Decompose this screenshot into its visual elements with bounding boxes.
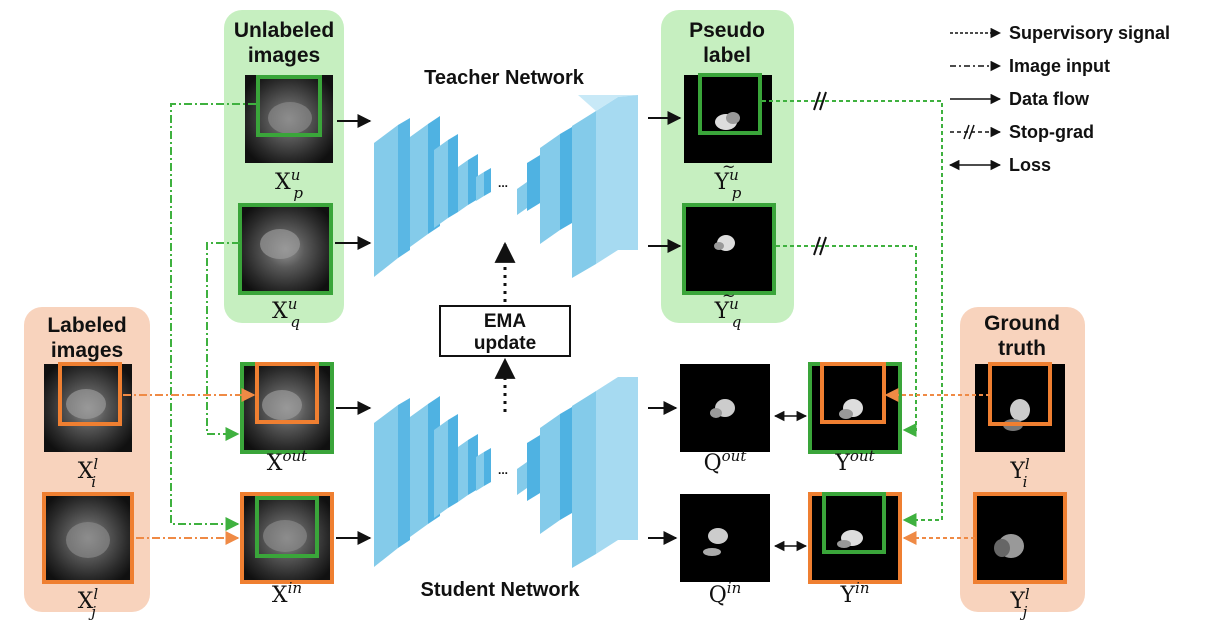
labeled-title-line1: Labeled xyxy=(47,314,126,337)
label-qout xyxy=(680,364,770,452)
svg-text:...: ... xyxy=(498,176,508,190)
legend-loss-label: Loss xyxy=(1009,155,1051,175)
stopgrad-mark-top-a xyxy=(813,91,821,111)
ema-update-line2: update xyxy=(474,333,536,354)
image-xin xyxy=(240,492,334,584)
label-yout xyxy=(808,362,902,454)
legend: Supervisory signal Image input Data flow… xyxy=(948,23,1170,175)
label-qin xyxy=(680,494,770,582)
symbol-yout: Yout xyxy=(834,447,875,476)
green-input-xqu-to-xout xyxy=(206,242,240,441)
symbol-yqu-tilde: ~ xyxy=(722,286,735,305)
green-supervision-ypu-to-yin xyxy=(762,100,943,527)
label-yjl xyxy=(973,492,1067,584)
image-xil xyxy=(44,362,132,452)
legend-stopgrad-label: Stop-grad xyxy=(1009,122,1094,142)
pseudo-title-line2: label xyxy=(703,44,751,67)
image-xpu xyxy=(245,75,333,163)
green-supervision-yqu-to-yout xyxy=(776,245,917,437)
ground-truth-title-line1: Ground xyxy=(984,312,1060,335)
unlabeled-title-line1: Unlabeled xyxy=(234,19,334,42)
symbol-yin: Yin xyxy=(840,579,870,608)
symbol-qout-text: Qout xyxy=(704,447,748,476)
image-xqu xyxy=(238,203,333,295)
stopgrad-mark-top-b xyxy=(819,91,827,111)
legend-supervisory-label: Supervisory signal xyxy=(1009,23,1170,43)
student-network-title: Student Network xyxy=(421,579,581,601)
symbol-qin: Qin xyxy=(709,579,742,608)
label-yil xyxy=(975,362,1065,452)
ground-truth-title-line2: truth xyxy=(998,337,1046,360)
ema-update-box xyxy=(439,305,571,357)
symbol-qin-text: Qin xyxy=(709,579,742,608)
image-xjl xyxy=(42,492,134,584)
symbol-yin-text: Yin xyxy=(840,579,870,608)
unlabeled-title-line2: images xyxy=(248,44,320,67)
symbol-yout-text: Yout xyxy=(834,447,875,476)
legend-data-flow-label: Data flow xyxy=(1009,89,1090,109)
symbol-qout: Qout xyxy=(704,447,748,476)
stopgrad-mark-bottom-a xyxy=(813,236,821,256)
teacher-network-title: Teacher Network xyxy=(424,67,585,89)
symbol-xin-text: Xin xyxy=(272,579,302,608)
symbol-xin: Xin xyxy=(272,579,302,608)
green-input-xpu-to-xin xyxy=(170,103,256,531)
svg-text:...: ... xyxy=(498,463,508,477)
labeled-title-line2: images xyxy=(51,339,123,362)
symbol-xout-text: Xout xyxy=(267,447,308,476)
image-xout xyxy=(240,362,334,454)
label-yqu xyxy=(682,203,776,295)
legend-image-input-label: Image input xyxy=(1009,56,1110,76)
label-yin xyxy=(808,492,902,584)
pseudo-title-line1: Pseudo xyxy=(689,19,765,42)
symbol-xout: Xout xyxy=(267,447,308,476)
teacher-network-blocks: ... xyxy=(374,95,638,278)
stopgrad-mark-bottom-b xyxy=(819,236,827,256)
label-ypu xyxy=(684,73,772,163)
student-network-blocks: ... xyxy=(374,377,638,568)
ema-update-line1: EMA xyxy=(484,311,527,332)
symbol-ypu-tilde: ~ xyxy=(722,157,735,176)
